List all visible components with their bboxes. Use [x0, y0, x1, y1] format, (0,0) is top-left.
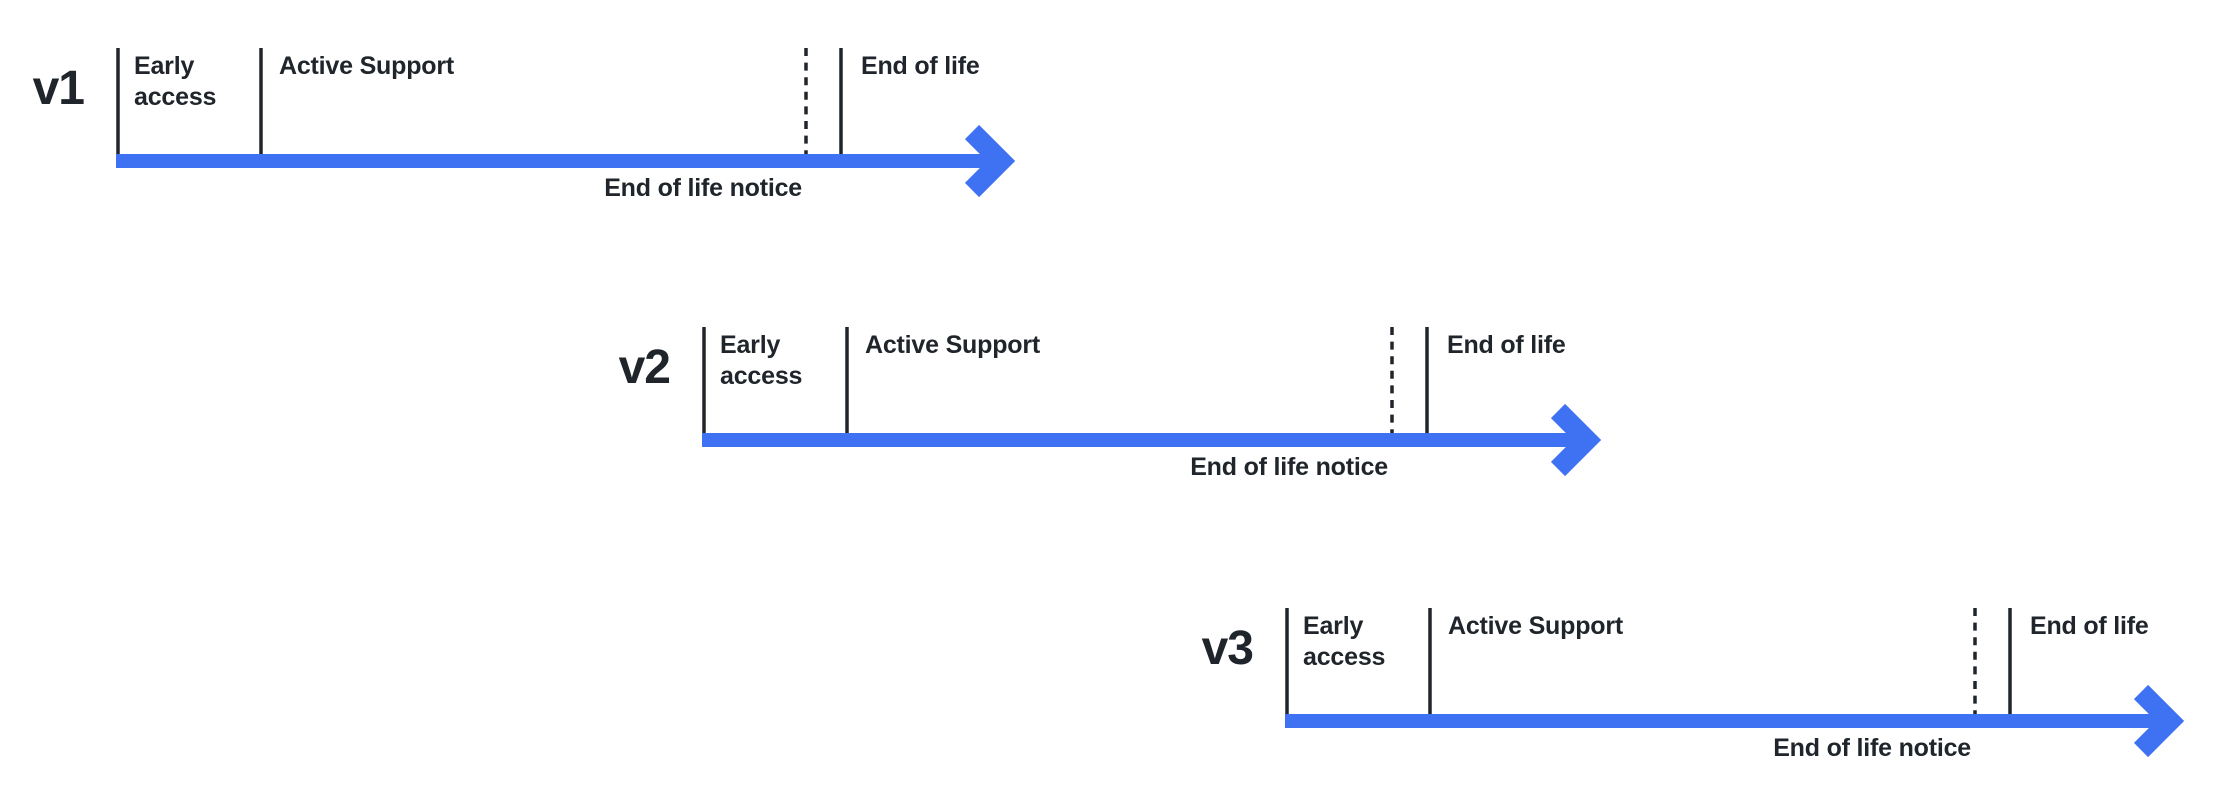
timeline-row-v1: v1 Early access Active Support End of li…: [33, 48, 1036, 218]
timeline-row-v2: v2 Early access Active Support End of li…: [619, 327, 1622, 497]
active-support-label: Active Support: [865, 331, 1040, 359]
timeline-axis-svg: [702, 327, 1602, 477]
end-of-life-label: End of life: [861, 52, 980, 80]
active-support-label: Active Support: [279, 52, 454, 80]
timeline-axis-svg: [116, 48, 1016, 198]
active-support-label: Active Support: [1448, 612, 1623, 640]
end-of-life-notice-label: End of life notice: [604, 174, 802, 202]
timeline-arrow-head: [964, 124, 1016, 198]
timeline-row-v3: v3 Early access Active Support End of li…: [1202, 608, 2205, 778]
version-label: v3: [1201, 622, 1254, 675]
end-of-life-label: End of life: [2030, 612, 2149, 640]
early-access-label: Early access: [134, 52, 217, 111]
timeline-arrow-head: [2133, 684, 2185, 758]
early-access-label: Early access: [1303, 612, 1386, 671]
early-access-label: Early access: [720, 331, 803, 390]
timeline-axis-svg: [1285, 608, 2185, 758]
end-of-life-notice-label: End of life notice: [1190, 453, 1388, 481]
version-label: v2: [618, 341, 671, 394]
timeline-arrow-head: [1550, 403, 1602, 477]
end-of-life-label: End of life: [1447, 331, 1566, 359]
end-of-life-notice-label: End of life notice: [1773, 734, 1971, 762]
version-label: v1: [32, 62, 85, 115]
